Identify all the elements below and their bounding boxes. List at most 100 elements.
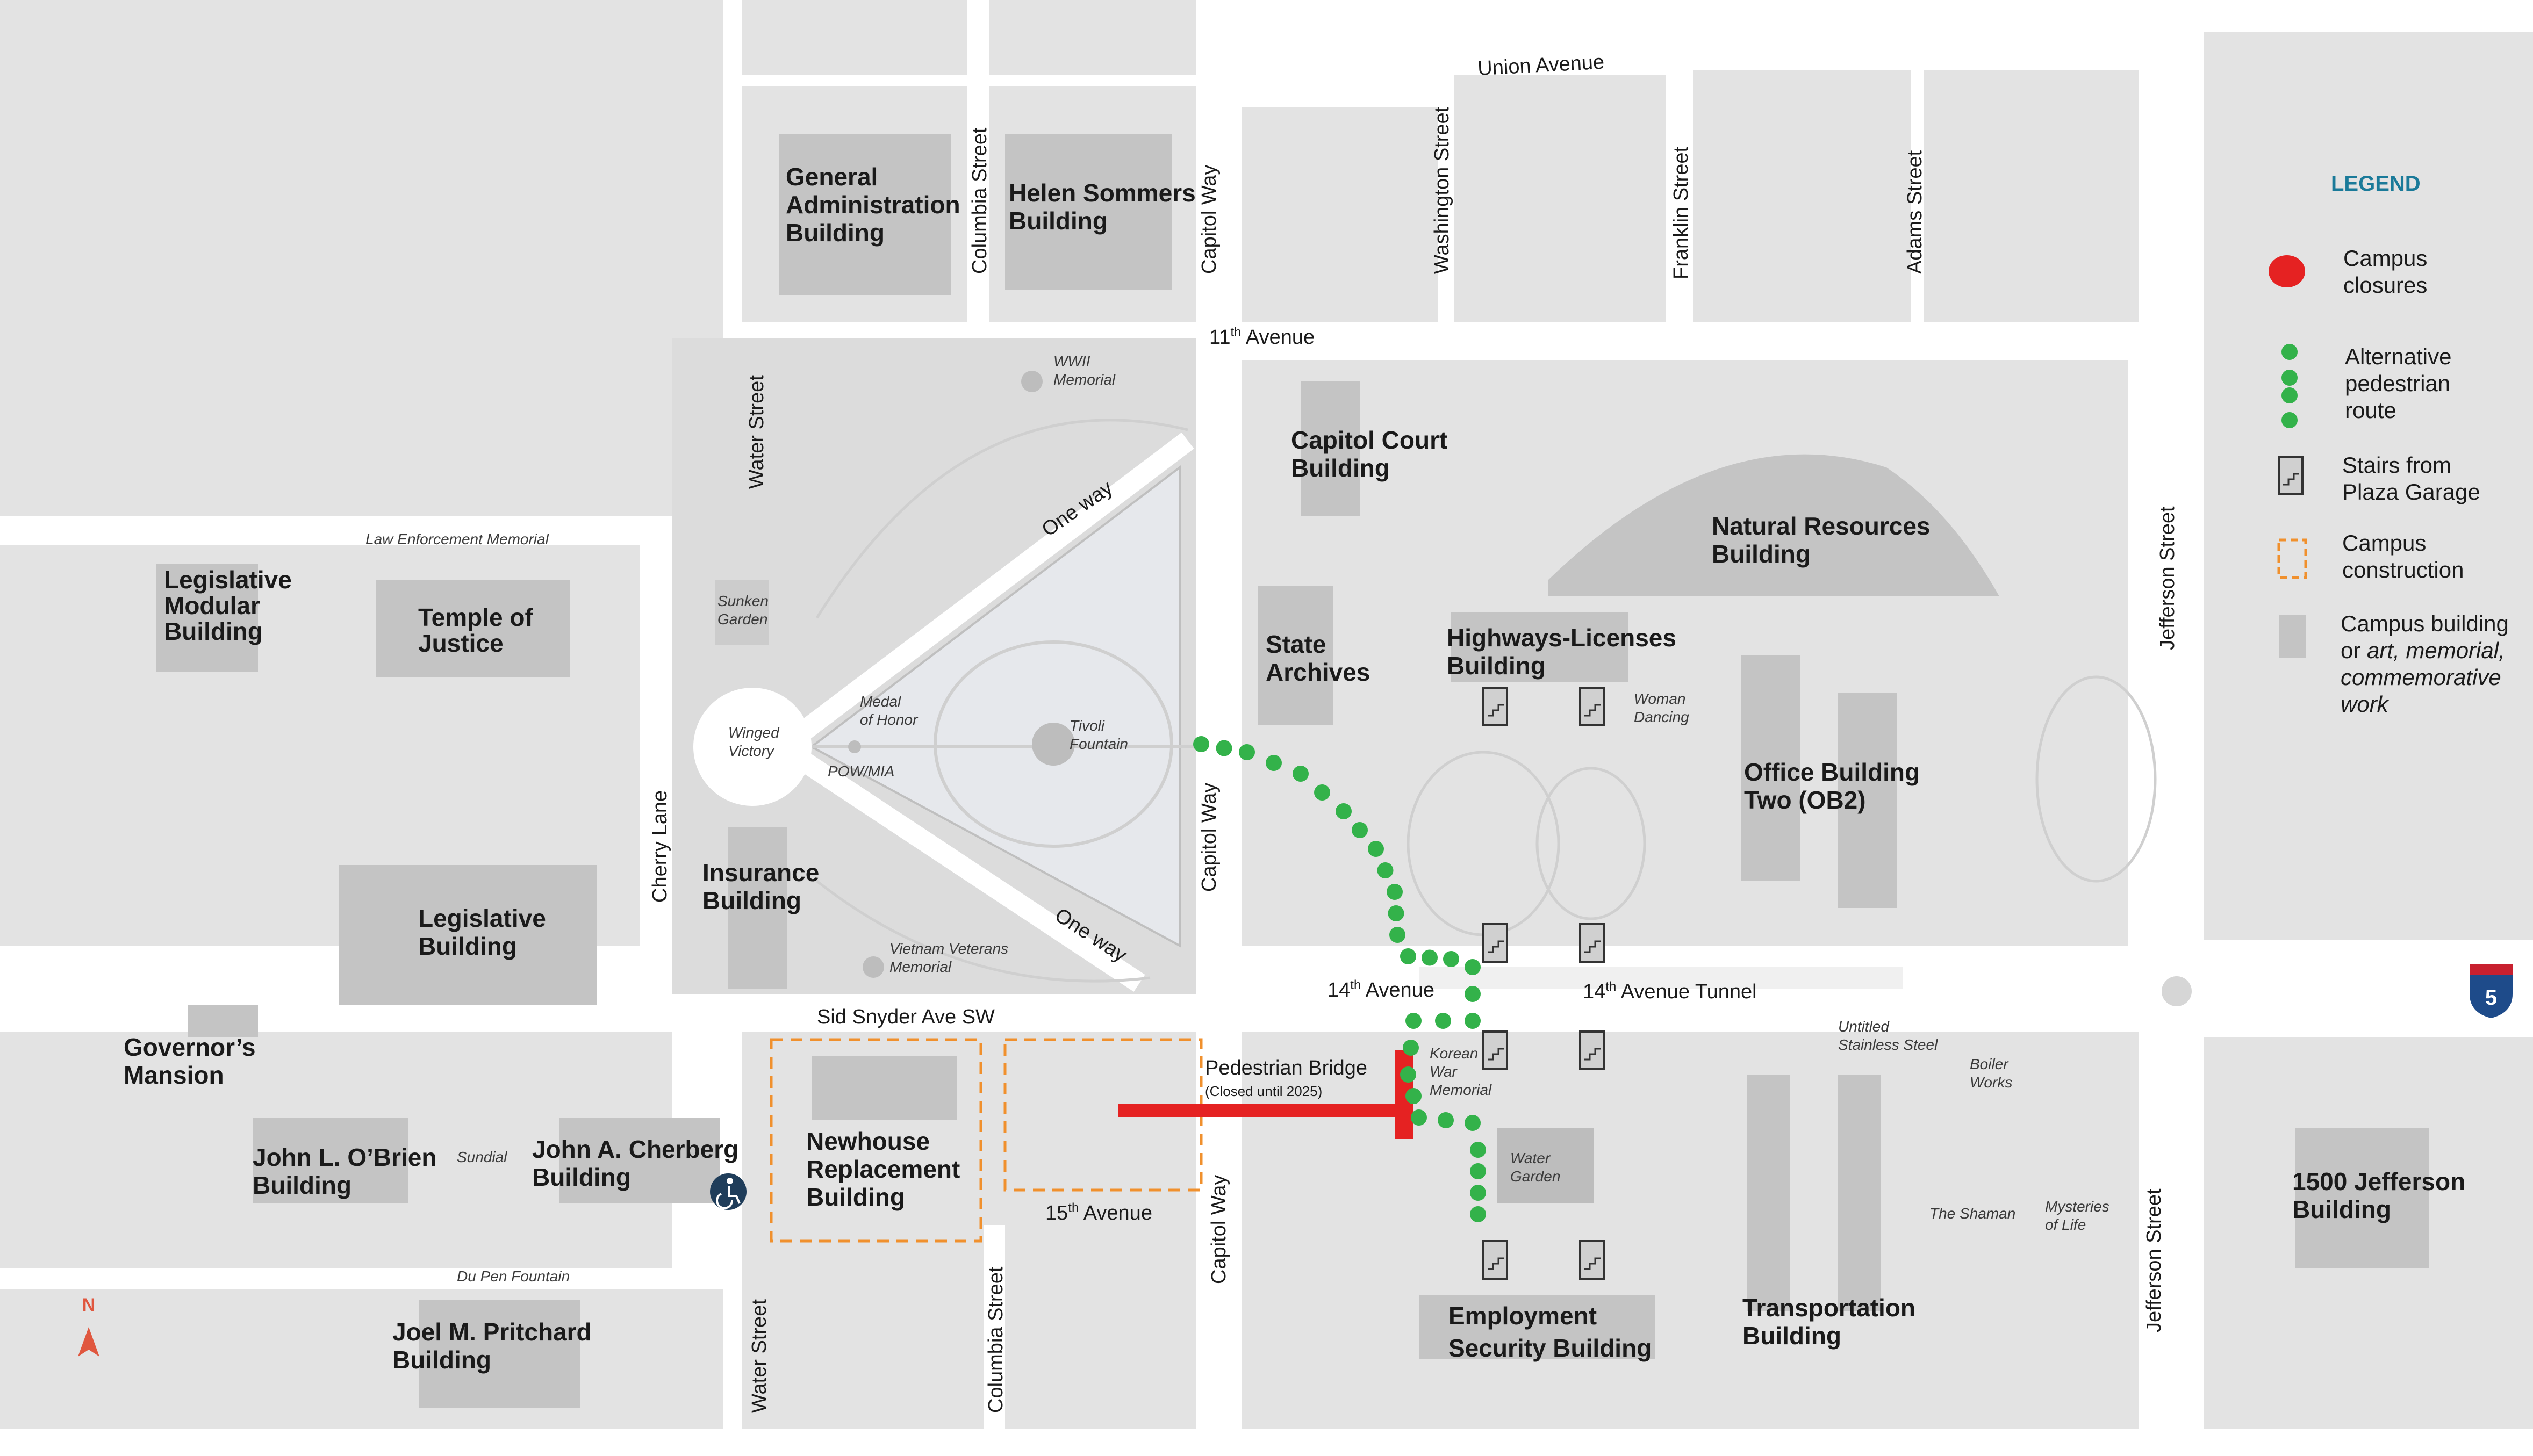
label-capitol-way-mid: Capitol Way	[1198, 783, 1221, 892]
grounds-arc-south	[816, 880, 1151, 983]
bldg-governors-mansion	[188, 1005, 258, 1037]
road-columbia-south	[984, 1225, 1005, 1456]
stairs-icon	[1579, 1240, 1605, 1280]
legend-stairs-swatch	[2278, 456, 2304, 495]
bldg-temple-justice	[376, 580, 570, 677]
legend-building: Campus building or art, memorial, commem…	[2341, 611, 2515, 717]
route-dot	[1400, 948, 1416, 964]
road-south-edge	[0, 1429, 2533, 1456]
bridge-note: (Closed until 2025)	[1205, 1083, 1322, 1099]
bldg-cherberg	[559, 1118, 720, 1203]
route-dot	[1470, 1163, 1486, 1179]
route-dot	[1293, 766, 1309, 782]
one-way-road-north	[784, 432, 1194, 750]
route-dot	[1470, 1185, 1486, 1201]
block-n1	[1233, 107, 1438, 322]
bldg-legislative-modular	[156, 564, 258, 672]
label-14th-avenue: 14th Avenue	[1328, 978, 1434, 1001]
bldg-ob2-a	[1741, 655, 1800, 881]
block-east-south	[1242, 1032, 2161, 1429]
one-way-road-south	[784, 744, 1145, 992]
route-dot	[1314, 784, 1330, 801]
road-jefferson	[2139, 0, 2204, 1456]
label-the-shaman: The Shaman	[1929, 1205, 2015, 1222]
plaza-oval-3	[2035, 675, 2157, 883]
north-arrow-label: N	[82, 1295, 96, 1315]
route-dot	[1193, 736, 1209, 752]
route-dot	[1405, 1088, 1422, 1104]
road-union	[1233, 0, 2139, 70]
route-dot	[1336, 803, 1352, 819]
label-11th-avenue: 11th Avenue	[1209, 325, 1315, 349]
east-campus-features	[1407, 454, 2157, 1203]
interstate-5-icon: 5	[2470, 964, 2513, 1018]
legend-building-swatch	[2279, 615, 2306, 658]
tivoli-fountain	[1032, 723, 1075, 766]
label-du-pen: Du Pen Fountain	[457, 1268, 570, 1285]
route-dot	[1443, 951, 1459, 967]
wwii-memorial-dot	[1021, 371, 1043, 392]
stairs-icons	[1482, 687, 1605, 1280]
label-pow-mia: POW/MIA	[828, 763, 894, 780]
bldg-legislative	[339, 865, 597, 1005]
block-n3	[1693, 70, 1911, 322]
accessibility-icon	[710, 1173, 747, 1210]
route-dot	[1435, 1013, 1451, 1029]
bldg-ob2-b	[1838, 693, 1897, 908]
legend-route-swatch	[2281, 344, 2298, 428]
label-jefferson-south: Jefferson Street	[2143, 1188, 2165, 1332]
stairs-icon	[1579, 687, 1605, 726]
route-dot	[1465, 1013, 1481, 1029]
stairs-icon	[1579, 923, 1605, 963]
legend-closure-swatch	[2269, 255, 2305, 287]
bldg-general-admin	[779, 134, 951, 295]
route-dot	[1368, 841, 1384, 857]
construction-newhouse	[770, 1038, 982, 1243]
road-cherry	[640, 537, 672, 1032]
route-dot	[1465, 986, 1481, 1002]
route-dot	[1216, 740, 1232, 756]
stairs-icon	[1482, 1240, 1508, 1280]
stairs-icon	[1482, 923, 1508, 963]
label-columbia-north: Columbia Street	[968, 127, 991, 274]
block-n4	[1924, 38, 2139, 322]
label-sundial: Sundial	[457, 1149, 507, 1165]
label-columbia-south: Columbia Street	[985, 1266, 1007, 1413]
block-jefferson-east	[2204, 32, 2533, 940]
block-northwest	[0, 0, 723, 516]
water-garden-pool	[1497, 1128, 1594, 1203]
interstate-number: 5	[2485, 986, 2497, 1010]
route-dot	[1411, 1109, 1427, 1126]
stairs-icon	[1482, 1030, 1508, 1070]
label-15th-avenue: 15th Avenue	[1045, 1201, 1152, 1224]
alternative-route	[1193, 736, 1486, 1222]
label-capitol-way-south: Capitol Way	[1208, 1175, 1230, 1284]
plaza-oval-2	[1535, 767, 1646, 920]
bldg-capitol-court	[1301, 381, 1360, 516]
bldg-transportation-b	[1838, 1075, 1881, 1311]
